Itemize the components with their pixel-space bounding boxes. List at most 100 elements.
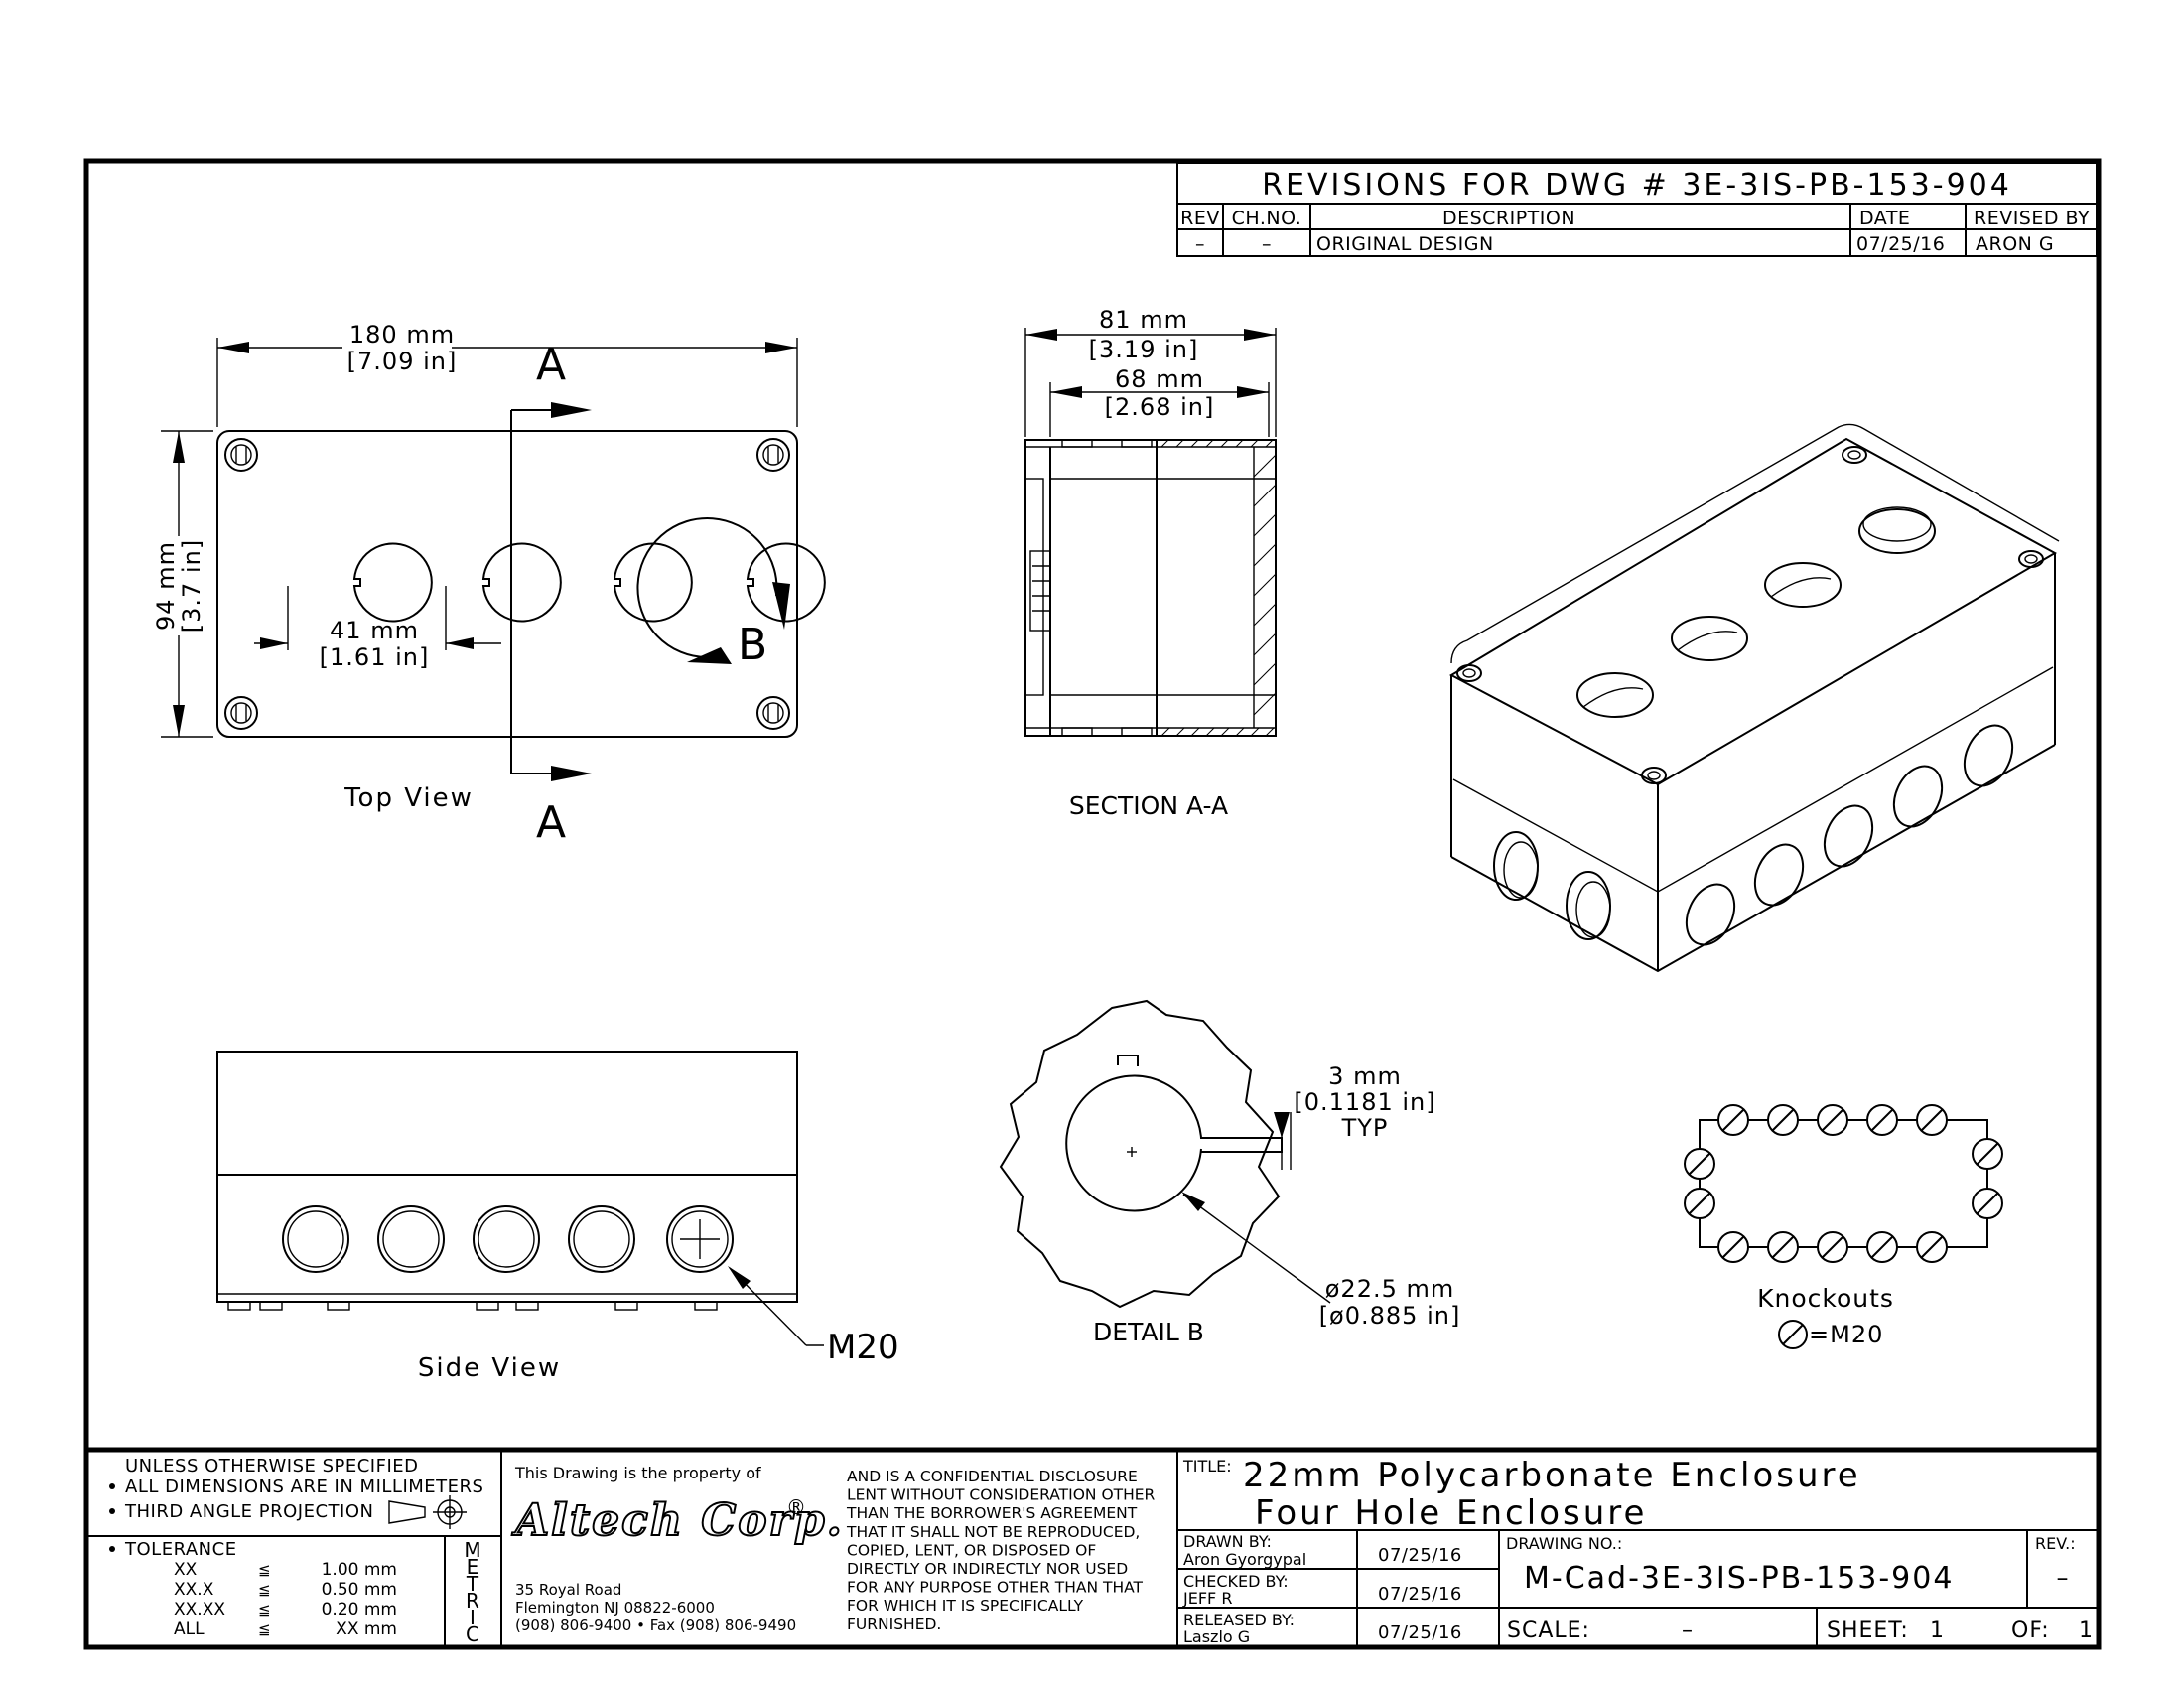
knockout xyxy=(282,1205,349,1273)
description-header: DESCRIPTION xyxy=(1442,208,1575,229)
tolerance-symbol: ≦ xyxy=(258,1581,271,1599)
knockout xyxy=(377,1205,445,1273)
drawn-date: 07/25/16 xyxy=(1378,1545,1462,1566)
screw-icon xyxy=(224,696,258,730)
side-callout: M20 xyxy=(827,1328,899,1367)
keyed-hole xyxy=(613,542,693,623)
metric-letter: C xyxy=(466,1622,479,1646)
keyed-hole xyxy=(746,542,826,623)
scale-label: SCALE: xyxy=(1507,1618,1590,1643)
tolerance-value: 0.20 mm xyxy=(322,1600,397,1619)
screw-icon xyxy=(1456,664,1482,682)
knockout xyxy=(1753,843,1805,907)
knockout-symbol-icon xyxy=(1817,1231,1848,1263)
sheet-border xyxy=(83,158,2102,1650)
rev-number: – xyxy=(2057,1564,2070,1592)
section-outer-in: [3.19 in] xyxy=(1089,336,1199,363)
company-address1: 35 Royal Road xyxy=(515,1581,621,1599)
knockout xyxy=(1892,765,1944,828)
of-number: 1 xyxy=(2079,1618,2094,1643)
sheet-number: 1 xyxy=(1930,1618,1945,1643)
drawing-no-label: DRAWING NO.: xyxy=(1506,1534,1622,1553)
disclosure-line: THAN THE BORROWER'S AGREEMENT xyxy=(846,1504,1138,1522)
released-name: Laszlo G xyxy=(1183,1627,1250,1646)
top-height-mm: 94 mm xyxy=(152,541,180,631)
section-view: 81 mm [3.19 in] 68 mm [2.68 in] SECTION … xyxy=(1024,306,1277,820)
top-height-in: [3.7 in] xyxy=(178,539,205,633)
revised-by-header: REVISED BY xyxy=(1974,208,2090,229)
detail-b-marker: B xyxy=(738,620,767,670)
screw-icon xyxy=(1842,446,1867,464)
tolerance-key: ALL xyxy=(174,1619,205,1639)
knockout xyxy=(1493,831,1539,901)
metric-letter: I xyxy=(470,1606,476,1629)
date-value: 07/25/16 xyxy=(1856,233,1945,255)
tolerance-value: 1.00 mm xyxy=(322,1560,397,1580)
disclosure-line: DIRECTLY OR INDIRECTLY NOR USED xyxy=(847,1560,1128,1578)
knockout xyxy=(473,1205,540,1273)
top-width-mm: 180 mm xyxy=(349,321,455,349)
detail-key-in: [0.1181 in] xyxy=(1294,1088,1435,1116)
top-view-caption: Top View xyxy=(343,783,474,813)
sheet-label: SHEET: xyxy=(1827,1618,1909,1643)
company-address3: (908) 806-9400 • Fax (908) 806-9490 xyxy=(515,1617,796,1634)
tolerance-symbol: ≦ xyxy=(258,1601,271,1618)
tolerance-key: XX.XX xyxy=(174,1600,225,1619)
disclosure-line: THAT IT SHALL NOT BE REPRODUCED, xyxy=(846,1523,1140,1541)
drawn-label: DRAWN BY: xyxy=(1183,1532,1272,1551)
revisions-title: REVISIONS FOR DWG # 3E-3IS-PB-153-904 xyxy=(1262,168,2012,203)
tolerance-symbol: ≦ xyxy=(258,1561,271,1579)
knockout-symbol-icon xyxy=(1972,1188,2003,1219)
checked-name: JEFF R xyxy=(1182,1589,1232,1608)
disclosure-line: LENT WITHOUT CONSIDERATION OTHER xyxy=(847,1486,1156,1504)
disclosure-line: FURNISHED. xyxy=(847,1616,941,1633)
disclosure-line: FOR WHICH IT IS SPECIFICALLY xyxy=(847,1597,1084,1615)
revisions-table: REVISIONS FOR DWG # 3E-3IS-PB-153-904 RE… xyxy=(1176,162,2098,257)
knockout-symbol-icon xyxy=(1684,1188,1715,1219)
revised-by-value: ARON G xyxy=(1976,233,2054,255)
knockout-symbol-icon xyxy=(1717,1231,1749,1263)
property-of: This Drawing is the property of xyxy=(514,1464,761,1482)
top-width-in: [7.09 in] xyxy=(347,348,458,375)
knockouts-caption: Knockouts xyxy=(1757,1284,1894,1313)
metric-letter: E xyxy=(467,1555,479,1579)
detail-dia-in: [ø0.885 in] xyxy=(1319,1302,1461,1330)
section-outer-mm: 81 mm xyxy=(1099,306,1188,334)
knockout-symbol-icon xyxy=(1817,1104,1848,1136)
top-view: B A A 180 mm [7.09 in] 94 mm [3.7 in] xyxy=(152,321,826,848)
chno-header: CH.NO. xyxy=(1232,208,1302,229)
top-spacing-mm: 41 mm xyxy=(330,617,419,644)
detail-key-note: TYP xyxy=(1341,1114,1389,1142)
notes-line2: ALL DIMENSIONS ARE IN MILLIMETERS xyxy=(125,1477,483,1497)
checked-label: CHECKED BY: xyxy=(1183,1572,1289,1591)
metric-letter: R xyxy=(466,1589,479,1613)
drawing-number: M-Cad-3E-3IS-PB-153-904 xyxy=(1524,1561,1954,1596)
released-date: 07/25/16 xyxy=(1378,1622,1462,1643)
rev-value: – xyxy=(1195,233,1205,255)
company-logo: Altech Corp. xyxy=(511,1495,844,1546)
knockout-symbol-icon xyxy=(1972,1138,2003,1170)
screw-icon xyxy=(224,438,258,472)
knockout-symbol-icon xyxy=(1778,1320,1808,1349)
section-inner-in: [2.68 in] xyxy=(1105,393,1215,421)
metric-letter: M xyxy=(464,1538,480,1562)
side-view-caption: Side View xyxy=(418,1353,561,1383)
keyed-hole xyxy=(1671,616,1748,661)
date-header: DATE xyxy=(1859,208,1910,229)
knockout xyxy=(666,1205,734,1273)
drawing-subtitle: Four Hole Enclosure xyxy=(1255,1493,1647,1533)
knockout-symbol-icon xyxy=(1866,1104,1898,1136)
title-block: UNLESS OTHERWISE SPECIFIED ALL DIMENSION… xyxy=(86,1450,2099,1647)
keyed-hole xyxy=(481,542,562,623)
drawing-title: 22mm Polycarbonate Enclosure xyxy=(1243,1456,1861,1495)
disclosure-line: FOR ANY PURPOSE OTHER THAN THAT xyxy=(847,1579,1144,1597)
knockout-symbol-icon xyxy=(1916,1104,1948,1136)
tolerance-key: XX xyxy=(174,1560,198,1580)
knockout xyxy=(568,1205,635,1273)
notes-line1: UNLESS OTHERWISE SPECIFIED xyxy=(125,1456,419,1477)
checked-date: 07/25/16 xyxy=(1378,1584,1462,1605)
section-marker-bottom: A xyxy=(536,797,566,848)
rev-header: REV xyxy=(1180,208,1220,229)
side-view: M20 Side View xyxy=(216,1051,899,1383)
section-caption: SECTION A-A xyxy=(1069,791,1228,820)
